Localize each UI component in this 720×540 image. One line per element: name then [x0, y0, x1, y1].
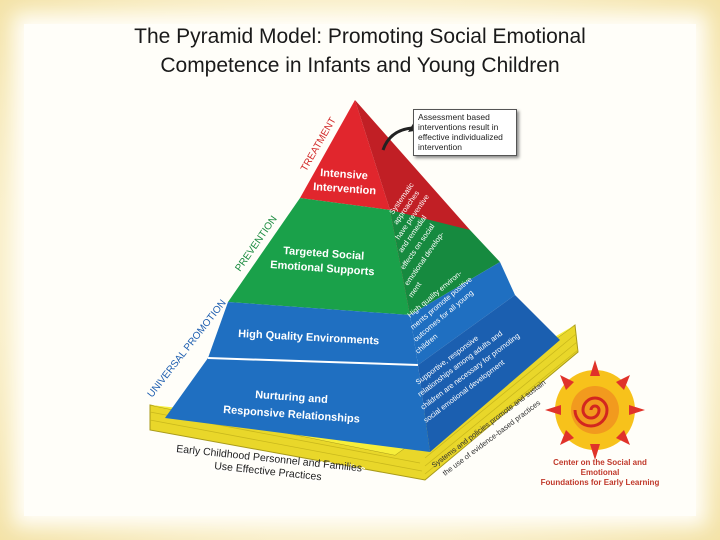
slide-title: The Pyramid Model: Promoting Social Emot… — [40, 22, 680, 80]
title-line-2: Competence in Infants and Young Children — [160, 54, 560, 77]
logo-line-2: Foundations for Early Learning — [540, 478, 660, 487]
tier-intensive — [300, 100, 390, 210]
callout-arrow — [381, 126, 413, 151]
pyramid-front-face — [165, 100, 430, 452]
tier-nurturing — [165, 358, 430, 452]
intensive-label-1: Intensive — [320, 167, 368, 182]
intensive-label-2: Intervention — [313, 181, 377, 197]
logo-caption: Center on the Social and Emotional Found… — [540, 458, 660, 488]
brick-lines — [149, 333, 579, 475]
sun-logo-icon — [545, 360, 645, 460]
right-green-top — [390, 210, 500, 315]
right-blue-low — [418, 295, 560, 452]
tier-environments — [208, 302, 418, 365]
title-line-1: The Pyramid Model: Promoting Social Emot… — [134, 25, 586, 48]
pyramid-right-face — [355, 100, 560, 452]
right-blue — [410, 262, 515, 365]
tier-divider — [207, 357, 419, 366]
targeted-label-1: Targeted Social — [283, 245, 365, 263]
logo-line-1: Center on the Social and Emotional — [553, 458, 647, 477]
assessment-callout: Assessment based interventions result in… — [413, 109, 517, 156]
nurturing-label-1: Nurturing and — [255, 389, 328, 406]
tier-targeted — [228, 198, 410, 315]
